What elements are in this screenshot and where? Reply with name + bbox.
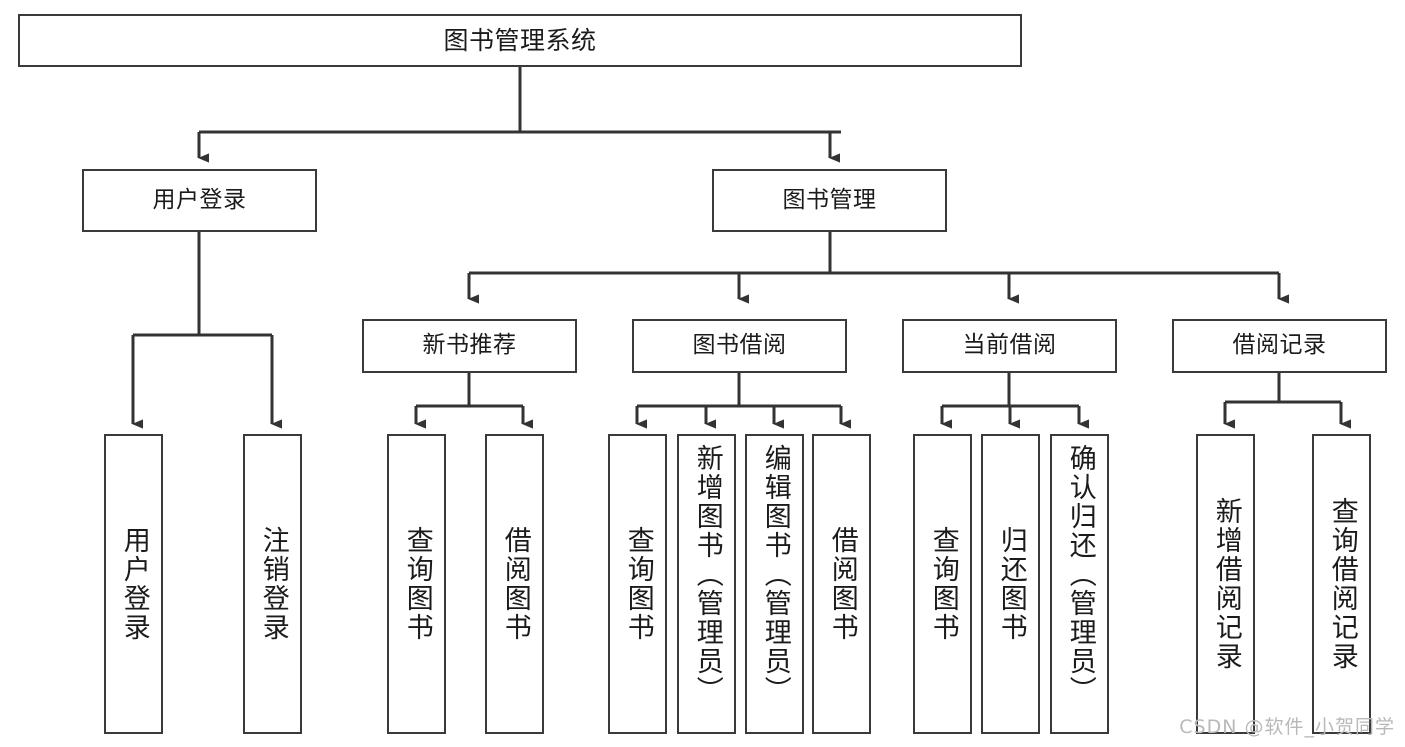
leaf-borrow-edit-book-admin[interactable]: 编辑图书（管理员） (745, 434, 804, 734)
leaf-records-query-record[interactable]: 查询借阅记录 (1312, 434, 1371, 734)
leaf-label: 编辑图书（管理员） (759, 444, 791, 705)
node-root-label: 图书管理系统 (443, 25, 597, 55)
leaf-label: 查询借阅记录 (1326, 497, 1358, 671)
leaf-label: 查询图书 (401, 526, 433, 642)
node-borrow-records-label: 借阅记录 (1232, 332, 1327, 359)
leaf-label: 确认归还（管理员） (1064, 444, 1096, 705)
leaf-label: 归还图书 (995, 526, 1027, 642)
leaf-new-book-query[interactable]: 查询图书 (387, 434, 446, 734)
node-borrow-records[interactable]: 借阅记录 (1172, 319, 1387, 373)
leaf-label: 新增图书（管理员） (691, 444, 723, 705)
leaf-label: 借阅图书 (826, 526, 858, 642)
leaf-label: 新增借阅记录 (1210, 497, 1242, 671)
node-root[interactable]: 图书管理系统 (18, 14, 1022, 67)
leaf-current-return-book[interactable]: 归还图书 (981, 434, 1040, 734)
leaf-borrow-query-book[interactable]: 查询图书 (608, 434, 667, 734)
node-book-borrow[interactable]: 图书借阅 (632, 319, 847, 373)
leaf-records-add-record[interactable]: 新增借阅记录 (1196, 434, 1255, 734)
node-book-management-label: 图书管理 (782, 186, 877, 213)
leaf-new-book-borrow[interactable]: 借阅图书 (485, 434, 544, 734)
leaf-borrow-add-book-admin[interactable]: 新增图书（管理员） (677, 434, 736, 734)
leaf-user-login-login[interactable]: 用户登录 (104, 434, 163, 734)
node-book-management[interactable]: 图书管理 (712, 169, 947, 232)
leaf-label: 用户登录 (118, 526, 150, 642)
leaf-borrow-borrow-book[interactable]: 借阅图书 (812, 434, 871, 734)
leaf-current-query-book[interactable]: 查询图书 (913, 434, 972, 734)
leaf-current-confirm-return-admin[interactable]: 确认归还（管理员） (1050, 434, 1109, 734)
node-new-book-recommend[interactable]: 新书推荐 (362, 319, 577, 373)
leaf-label: 借阅图书 (499, 526, 531, 642)
node-current-borrow[interactable]: 当前借阅 (902, 319, 1117, 373)
leaf-label: 查询图书 (622, 526, 654, 642)
leaf-label: 注销登录 (257, 526, 289, 642)
node-user-login[interactable]: 用户登录 (82, 169, 317, 232)
node-current-borrow-label: 当前借阅 (962, 332, 1057, 359)
node-book-borrow-label: 图书借阅 (692, 332, 787, 359)
leaf-label: 查询图书 (927, 526, 959, 642)
leaf-user-login-logout[interactable]: 注销登录 (243, 434, 302, 734)
watermark: CSDN @软件_小贺同学 (1179, 716, 1395, 738)
node-user-login-label: 用户登录 (152, 186, 247, 213)
node-new-book-recommend-label: 新书推荐 (422, 332, 517, 359)
